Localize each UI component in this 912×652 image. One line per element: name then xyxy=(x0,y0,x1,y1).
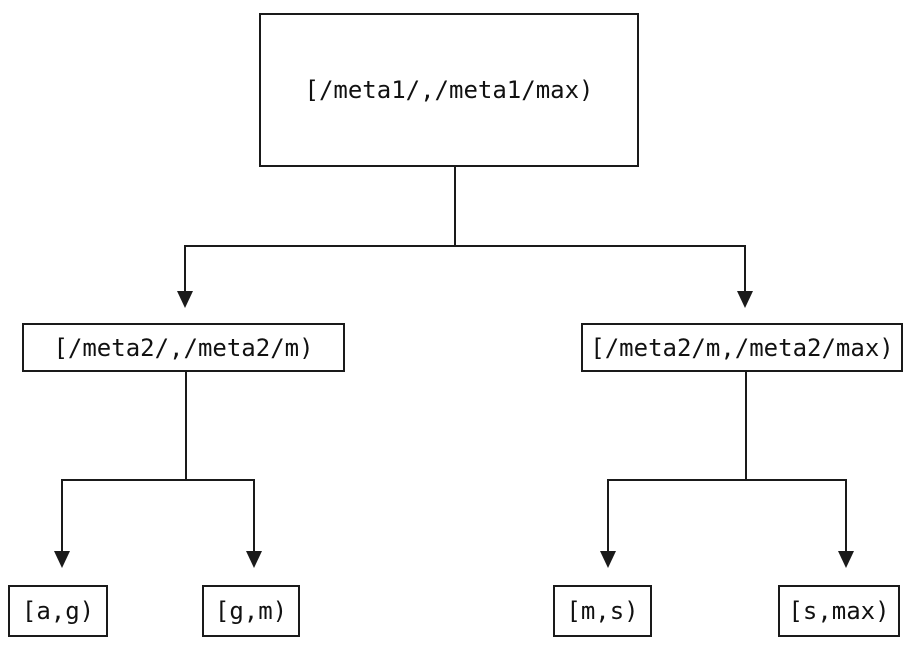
node-meta2-low: [/meta2/,/meta2/m) xyxy=(22,323,345,372)
node-meta2-high: [/meta2/m,/meta2/max) xyxy=(581,323,903,372)
edge-root-to-meta2-high xyxy=(455,245,746,292)
edge-meta2-low-to-leaf-ag xyxy=(61,372,187,552)
node-meta2-high-label: [/meta2/m,/meta2/max) xyxy=(590,333,894,362)
arrowhead-leaf-ag xyxy=(54,551,70,568)
edge-meta2-low-to-leaf-gm xyxy=(186,479,255,552)
arrowhead-meta2-low xyxy=(177,291,193,308)
node-root: [/meta1/,/meta1/max) xyxy=(259,13,639,167)
node-leaf-gm-label: [g,m) xyxy=(214,597,288,625)
node-leaf-smax: [s,max) xyxy=(778,585,900,637)
edge-meta2-high-to-leaf-smax xyxy=(746,479,847,552)
node-meta2-low-label: [/meta2/,/meta2/m) xyxy=(53,333,314,362)
node-leaf-ag-label: [a,g) xyxy=(21,597,95,625)
node-leaf-ag: [a,g) xyxy=(8,585,108,637)
node-leaf-smax-label: [s,max) xyxy=(788,597,890,625)
node-leaf-gm: [g,m) xyxy=(202,585,300,637)
arrowhead-leaf-gm xyxy=(246,551,262,568)
edge-meta2-high-to-leaf-ms xyxy=(607,372,747,552)
node-root-label: [/meta1/,/meta1/max) xyxy=(304,76,594,104)
edge-root-to-meta2-low xyxy=(184,167,456,292)
arrowhead-leaf-smax xyxy=(838,551,854,568)
arrowhead-meta2-high xyxy=(737,291,753,308)
node-leaf-ms: [m,s) xyxy=(553,585,652,637)
arrowhead-leaf-ms xyxy=(600,551,616,568)
node-leaf-ms-label: [m,s) xyxy=(566,597,639,625)
